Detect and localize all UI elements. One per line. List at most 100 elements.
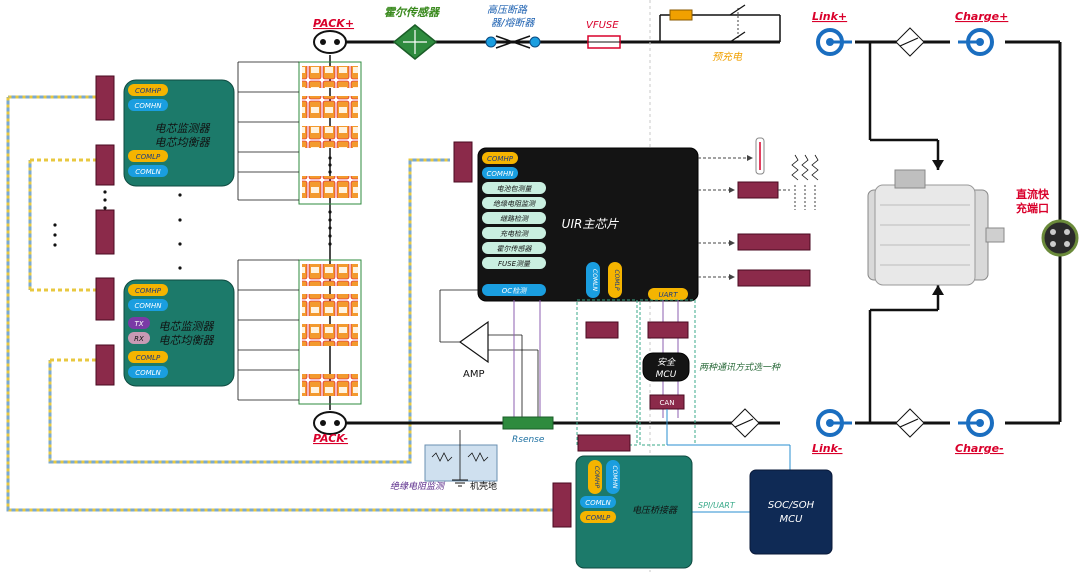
comhn-pill-top-label: COMHN [135,102,163,110]
isolator-comm-3 [577,434,631,452]
rsense-label: Rsense [512,435,545,445]
eeprom-block [698,269,811,287]
breaker-fuse: 高压断路 器/熔断器 [485,4,541,49]
func-4-label: 充电检测 [500,230,529,238]
func-2-label: 绝缘电阻监测 [493,200,536,208]
comhn-pill-top [128,99,168,111]
charge-switch-bottom [895,408,925,438]
func-1 [482,182,546,194]
link-positive-label: Link+ [812,10,847,23]
bridge-comln-pill [580,496,616,508]
insulation-monitor: 绝缘电阻监测 机壳地 [390,430,498,492]
comln-pill-top [128,165,168,177]
isolator-3 [95,209,115,255]
monitor-ellipsis [178,193,182,270]
can-label: CAN [660,399,675,407]
isolator-comm-2 [647,321,689,339]
main-comlp-label: COMLP [613,269,620,290]
comhp-pill-top-label: COMHP [135,87,162,95]
func-3 [482,212,546,224]
uart-pill [648,288,688,300]
hall-sensor-label: 霍尔传感器 [384,6,441,19]
pack-positive-label: PACK+ [313,17,354,30]
link-negative-label: Link- [812,442,843,455]
precharge-label: 预充电 [712,51,743,63]
charge-negative-label: Charge- [955,442,1004,455]
tx-pill-label: TX [134,320,143,328]
oc-detect-pill [482,284,546,296]
main-comhp-pill [482,152,518,164]
isolator-main [453,141,473,183]
temperature-sensor-group [698,137,819,210]
comlp-pill-top [128,150,168,162]
comln-pill-top-label: COMLN [135,168,161,176]
tx-pill [128,317,150,329]
hall-sensor: 霍尔传感器 [384,6,441,60]
cell-monitor-bottom: COMHP COMHN TX RX 电芯监测器 电芯均衡器 COMLP COML… [123,279,235,387]
main-comhp-label: COMHP [487,155,514,163]
uart-label: UART [658,291,678,299]
dc-fast-charge-label: 直流快 [1016,187,1050,201]
pack-positive-connector: PACK+ [313,17,354,54]
dc-fast-charge-label-2: 充端口 [1016,201,1049,215]
daisy-chain-wiring [6,95,560,512]
vfuse: VFUSE [586,20,621,49]
cell-stack-bottom [298,210,362,405]
isolators-left [53,75,115,386]
func-4 [482,227,546,239]
monitor-bottom-title-2: 电芯均衡器 [159,334,215,347]
main-comlp-pill [608,262,622,298]
func-2 [482,197,546,209]
bridge-comlp-label: COMLP [586,514,611,522]
soc-soh-mcu: SOC/SOH MCU [749,469,833,555]
oc-detect-label: OC检测 [502,287,527,295]
safety-mcu-label-1: 安全 [657,357,676,368]
monitor-bottom-title-1: 电芯监测器 [159,320,215,333]
func-3-label: 继路检测 [500,215,529,223]
safety-mcu-label-2: MCU [656,370,677,380]
rx-pill-label: RX [134,335,144,343]
pack-negative-label: PACK- [313,432,348,445]
func-5 [482,242,546,254]
func-5-label: 霍尔传感器 [497,245,533,253]
isolator-1 [95,75,115,121]
comhp-pill-bottom-label: COMHP [135,287,162,295]
soc-comm-lines [666,409,791,513]
soc-mcu-label-1: SOC/SOH [768,500,815,511]
main-comln-label: COMLN [591,269,598,291]
func-6-label: FUSE测量 [498,260,531,268]
breaker-label: 高压断路 [487,4,528,16]
pack-negative-connector: PACK- [313,411,348,445]
monitor-top-title-2: 电芯均衡器 [155,136,211,149]
link-positive-connector: Link+ [812,10,852,56]
spi-uart-label: SPI/UART [698,501,736,510]
charge-positive-connector: Charge+ [955,10,1008,56]
isolator-5 [95,344,115,386]
dc-fast-charge-port: 直流快 充端口 [1016,187,1079,257]
rx-pill [128,332,150,344]
safety-mcu: 安全 MCU 两种通讯方式选一种 [642,352,781,382]
temp-block [698,233,811,251]
bridge-title: 电压桥接器 [632,505,678,516]
comlp-pill-bottom [128,351,168,363]
main-chip-title: UIR主芯片 [562,217,620,231]
link-switch-bottom [730,408,760,438]
main-comln-pill [586,262,600,298]
isolator-4 [95,277,115,321]
comlp-pill-top-label: COMLP [136,153,161,161]
amp-label: AMP [463,369,485,380]
comhn-pill-bottom [128,299,168,311]
charge-switch-top [895,27,925,57]
main-comhn-label: COMHN [487,170,515,178]
comln-pill-bottom [128,366,168,378]
comhn-pill-bottom-label: COMHN [135,302,163,310]
main-comhn-pill [482,167,518,179]
motor [867,160,1005,295]
isolator-bridge [552,482,572,528]
bridge-comhn-pill [606,460,620,494]
two-comm-label: 两种通讯方式选一种 [699,362,781,373]
charge-positive-label: Charge+ [955,10,1008,23]
main-chip-functions: 电池包测量 绝缘电阻监测 继路检测 充电检测 霍尔传感器 FUSE测量 [482,182,546,269]
isolator-2 [95,144,115,186]
